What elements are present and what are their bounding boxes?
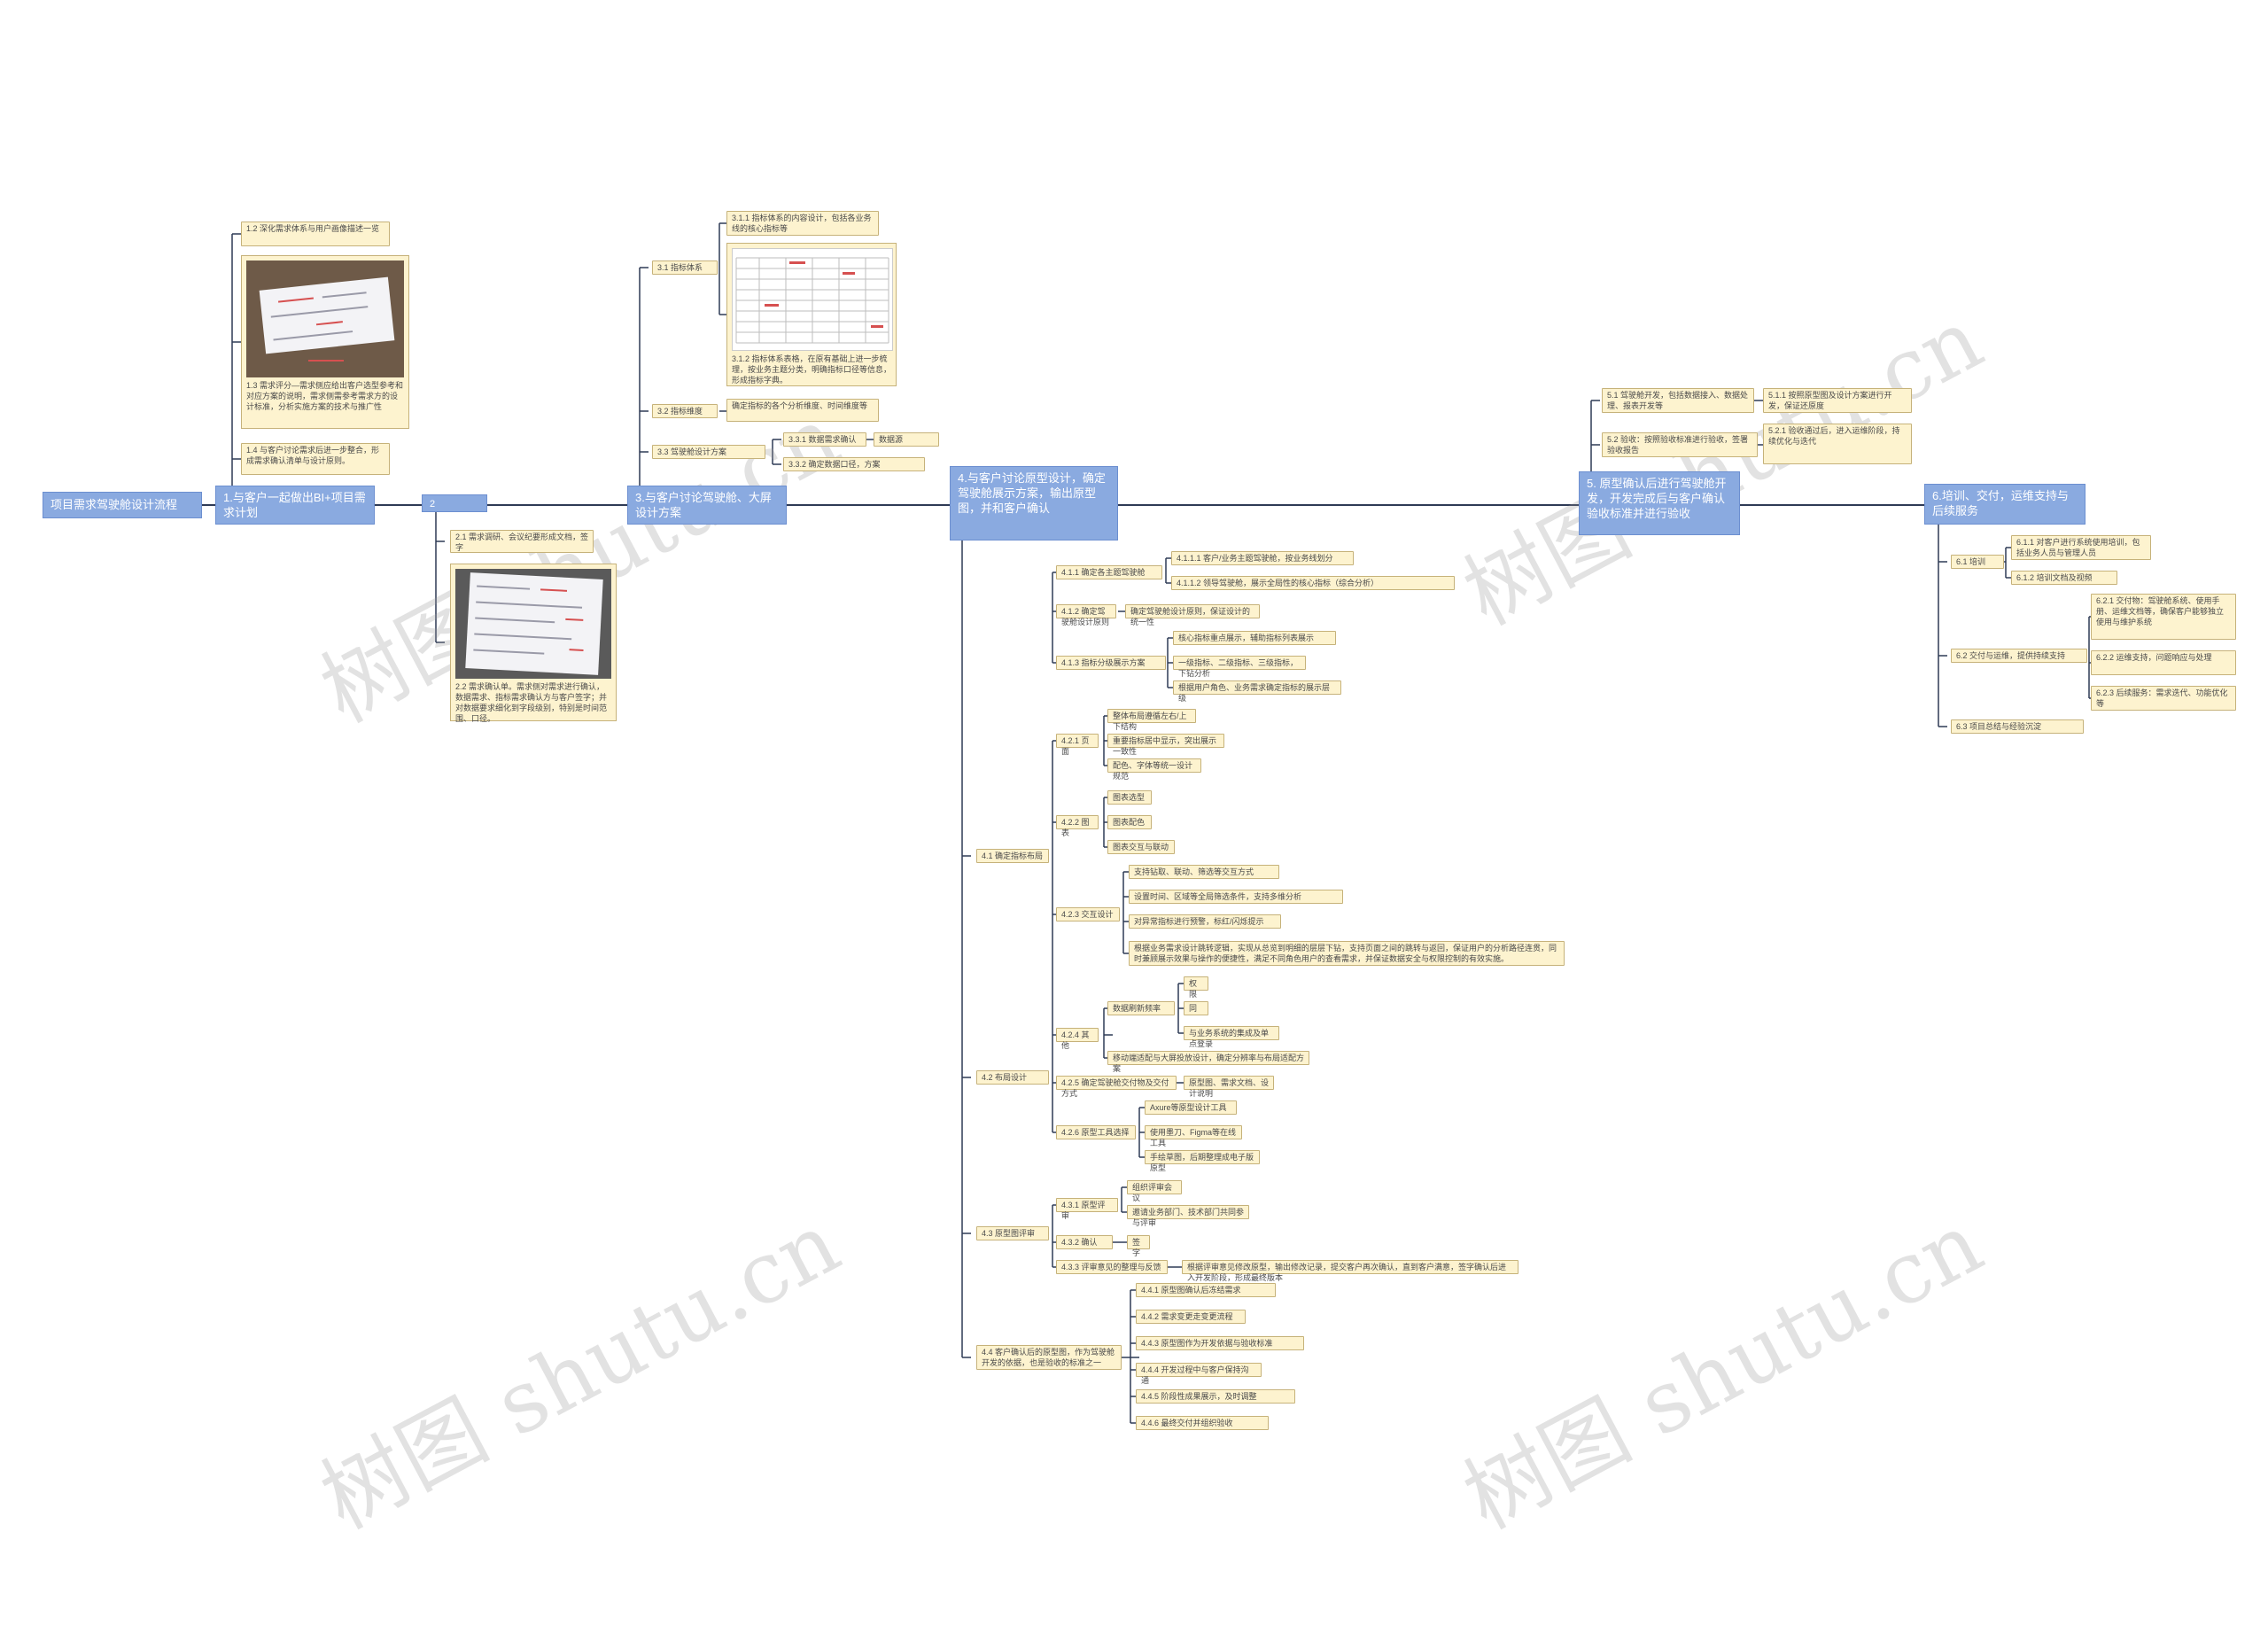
topic-4-2-1-2[interactable]: 重要指标居中显示，突出展示一致性 (1107, 734, 1224, 756)
topic-3-2[interactable]: 3.2 指标维度 (652, 404, 718, 418)
topic-4-2[interactable]: 4.2 布局设计 (976, 1070, 1049, 1085)
topic-1[interactable]: 1.与客户一起做出BI+项目需求计划 (215, 486, 375, 525)
topic-3-1-1[interactable]: 3.1.1 指标体系的内容设计，包括各业务线的核心指标等 (726, 211, 879, 236)
topic-4-2-3[interactable]: 4.2.3 交互设计 (1056, 907, 1120, 921)
topic-3-3[interactable]: 3.3 驾驶舱设计方案 (652, 445, 765, 459)
root-topic[interactable]: 项目需求驾驶舱设计流程 (43, 492, 202, 518)
topic-5-1[interactable]: 5.1 驾驶舱开发，包括数据接入、数据处理、报表开发等 (1602, 388, 1754, 413)
topic-4-3-2-1[interactable]: 签字 (1127, 1235, 1150, 1257)
topic-1-3-card[interactable]: 1.3 需求评分—需求侧应给出客户选型参考和对应方案的说明，需求侧需参考需求方的… (241, 255, 409, 429)
topic-4-2-4-1-3[interactable]: 与业务系统的集成及单点登录 (1184, 1026, 1279, 1048)
topic-6-1[interactable]: 6.1 培训 (1951, 555, 2004, 569)
topic-6-3[interactable]: 6.3 项目总结与经验沉淀 (1951, 719, 2084, 734)
topic-3-2-1[interactable]: 确定指标的各个分析维度、时间维度等 (726, 399, 879, 422)
topic-4-2-5[interactable]: 4.2.5 确定驾驶舱交付物及交付方式 (1056, 1076, 1177, 1098)
topic-4-2-2[interactable]: 4.2.2 图表 (1056, 815, 1099, 837)
topic-4-3-3[interactable]: 4.3.3 评审意见的整理与反馈 (1056, 1260, 1168, 1274)
topic-2-2-label: 2.2 需求确认单。需求侧对需求进行确认，数据需求、指标需求确认方与客户签字；并… (455, 682, 608, 723)
topic-4-1-2-1[interactable]: 确定驾驶舱设计原则，保证设计的统一性 (1125, 604, 1260, 626)
indicator-table-image (732, 248, 893, 351)
topic-3-1[interactable]: 3.1 指标体系 (652, 261, 718, 275)
topic-4-2-4[interactable]: 4.2.4 其他 (1056, 1028, 1099, 1050)
topic-4-2-5-1[interactable]: 原型图、需求文档、设计说明 (1184, 1076, 1274, 1098)
topic-4-4[interactable]: 4.4 客户确认后的原型图，作为驾驶舱开发的依据，也是验收的标准之一 (976, 1345, 1122, 1370)
document-photo (455, 569, 611, 679)
topic-6-2-1[interactable]: 6.2.1 交付物：驾驶舱系统、使用手册、运维文档等，确保客户能够独立使用与维护… (2091, 594, 2236, 640)
topic-4-1-1-2[interactable]: 4.1.1.2 领导驾驶舱，展示全局性的核心指标（综合分析） (1171, 576, 1455, 590)
topic-2[interactable]: 2 (422, 494, 487, 512)
topic-4-2-2-2[interactable]: 图表配色 (1107, 815, 1152, 829)
topic-4-2-4-1-1[interactable]: 权限 (1184, 976, 1208, 999)
topic-4-2-3-3[interactable]: 对异常指标进行预警，标红/闪烁提示 (1129, 914, 1281, 929)
topic-4-2-4-1[interactable]: 数据刷新频率 (1107, 1001, 1175, 1015)
whiteboard-photo (246, 261, 404, 377)
topic-3-3-1[interactable]: 3.3.1 数据需求确认 (783, 432, 866, 447)
topic-4-3-3-1[interactable]: 根据评审意见修改原型，输出修改记录，提交客户再次确认，直到客户满意，签字确认后进… (1182, 1260, 1518, 1282)
topic-6-2[interactable]: 6.2 交付与运维，提供持续支持 (1951, 649, 2087, 663)
topic-4-1-3-3[interactable]: 根据用户角色、业务需求确定指标的展示层级 (1173, 680, 1341, 703)
topic-4-2-1[interactable]: 4.2.1 页面 (1056, 734, 1099, 756)
topic-4-4-3[interactable]: 4.4.3 原型图作为开发依据与验收标准 (1136, 1336, 1304, 1350)
topic-6-2-3[interactable]: 6.2.3 后续服务：需求迭代、功能优化等 (2091, 686, 2236, 711)
topic-4-4-4[interactable]: 4.4.4 开发过程中与客户保持沟通 (1136, 1363, 1262, 1385)
topic-4-1-3[interactable]: 4.1.3 指标分级展示方案 (1056, 656, 1166, 670)
topic-1-3-label: 1.3 需求评分—需求侧应给出客户选型参考和对应方案的说明，需求侧需参考需求方的… (246, 381, 404, 411)
topic-4-1[interactable]: 4.1 确定指标布局 (976, 849, 1049, 863)
topic-4-2-6-1[interactable]: Axure等原型设计工具 (1145, 1100, 1237, 1115)
table-grid (735, 257, 889, 344)
topic-2-2-card[interactable]: 2.2 需求确认单。需求侧对需求进行确认，数据需求、指标需求确认方与客户签字；并… (450, 564, 617, 723)
topic-6[interactable]: 6.培训、交付，运维支持与后续服务 (1924, 484, 2085, 525)
topic-3-1-2-label: 3.1.2 指标体系表格，在原有基础上进一步梳理，按业务主题分类，明确指标口径等… (732, 354, 892, 385)
topic-3[interactable]: 3.与客户讨论驾驶舱、大屏设计方案 (627, 486, 787, 525)
topic-4-2-3-2[interactable]: 设置时间、区域等全局筛选条件，支持多维分析 (1129, 890, 1343, 904)
topic-4-2-6-3[interactable]: 手绘草图，后期整理成电子版原型 (1145, 1150, 1260, 1172)
topic-4-4-2[interactable]: 4.4.2 需求变更走变更流程 (1136, 1310, 1246, 1324)
topic-4-2-2-3[interactable]: 图表交互与联动 (1107, 840, 1175, 854)
topic-4-4-1[interactable]: 4.4.1 原型图确认后冻结需求 (1136, 1283, 1276, 1297)
topic-3-3-2[interactable]: 3.3.2 确定数据口径，方案 (783, 457, 925, 471)
topic-4-2-6[interactable]: 4.2.6 原型工具选择 (1056, 1125, 1136, 1139)
topic-4-1-1[interactable]: 4.1.1 确定各主题驾驶舱 (1056, 565, 1162, 579)
topic-4-2-1-1[interactable]: 整体布局遵循左右/上下结构 (1107, 709, 1196, 731)
topic-4-1-1-1[interactable]: 4.1.1.1 客户/业务主题驾驶舱，按业务线划分 (1171, 551, 1354, 565)
topic-4-2-1-3[interactable]: 配色、字体等统一设计规范 (1107, 758, 1201, 781)
topic-3-3-1-1[interactable]: 数据源 (874, 432, 939, 447)
topic-4-1-3-2[interactable]: 一级指标、二级指标、三级指标，下钻分析 (1173, 656, 1306, 678)
topic-6-1-2[interactable]: 6.1.2 培训文档及视频 (2011, 571, 2117, 585)
topic-4-2-4-1-2[interactable]: 同 (1184, 1001, 1208, 1015)
topic-4-1-2[interactable]: 4.1.2 确定驾驶舱设计原则 (1056, 604, 1116, 626)
topic-4-2-3-4[interactable]: 根据业务需求设计跳转逻辑，实现从总览到明细的层层下钻，支持页面之间的跳转与返回，… (1129, 941, 1565, 966)
topic-5-2[interactable]: 5.2 验收：按照验收标准进行验收，签署验收报告 (1602, 432, 1758, 457)
topic-6-2-2[interactable]: 6.2.2 运维支持，问题响应与处理 (2091, 650, 2236, 675)
topic-4-3-1-2[interactable]: 邀请业务部门、技术部门共同参与评审 (1127, 1205, 1249, 1227)
topic-4-3[interactable]: 4.3 原型图评审 (976, 1226, 1049, 1240)
topic-3-1-2-card[interactable]: 3.1.2 指标体系表格，在原有基础上进一步梳理，按业务主题分类，明确指标口径等… (726, 243, 897, 386)
topic-4-1-3-1[interactable]: 核心指标重点展示，辅助指标列表展示 (1173, 631, 1336, 645)
topic-5-1-1[interactable]: 5.1.1 按照原型图及设计方案进行开发，保证还原度 (1763, 388, 1912, 413)
topic-5-2-1[interactable]: 5.2.1 验收通过后，进入运维阶段，持续优化与迭代 (1763, 424, 1912, 464)
topic-4-3-2[interactable]: 4.3.2 确认 (1056, 1235, 1113, 1249)
topic-4-4-6[interactable]: 4.4.6 最终交付并组织验收 (1136, 1416, 1269, 1430)
topic-4-2-2-1[interactable]: 图表选型 (1107, 790, 1152, 805)
topic-4-3-1[interactable]: 4.3.1 原型评审 (1056, 1198, 1118, 1220)
topic-6-1-1[interactable]: 6.1.1 对客户进行系统使用培训，包括业务人员与管理人员 (2011, 535, 2151, 560)
topic-5[interactable]: 5. 原型确认后进行驾驶舱开发，开发完成后与客户确认验收标准并进行验收 (1579, 471, 1740, 535)
topic-1-4[interactable]: 1.4 与客户讨论需求后进一步整合，形成需求确认清单与设计原则。 (241, 443, 390, 475)
topic-4-2-3-1[interactable]: 支持钻取、联动、筛选等交互方式 (1129, 865, 1279, 879)
topic-4-2-6-2[interactable]: 使用墨刀、Figma等在线工具 (1145, 1125, 1242, 1147)
topic-4[interactable]: 4.与客户讨论原型设计，确定驾驶舱展示方案，输出原型图，并和客户确认 (950, 466, 1118, 540)
topic-1-2[interactable]: 1.2 深化需求体系与用户画像描述一览 (241, 222, 390, 246)
topic-4-3-1-1[interactable]: 组织评审会议 (1127, 1180, 1182, 1202)
topic-4-2-4-2[interactable]: 移动端适配与大屏投放设计，确定分辨率与布局适配方案 (1107, 1051, 1309, 1073)
topic-4-4-5[interactable]: 4.4.5 阶段性成果展示，及时调整 (1136, 1389, 1295, 1404)
topic-2-1[interactable]: 2.1 需求调研、会议纪要形成文档，签字 (450, 530, 594, 553)
